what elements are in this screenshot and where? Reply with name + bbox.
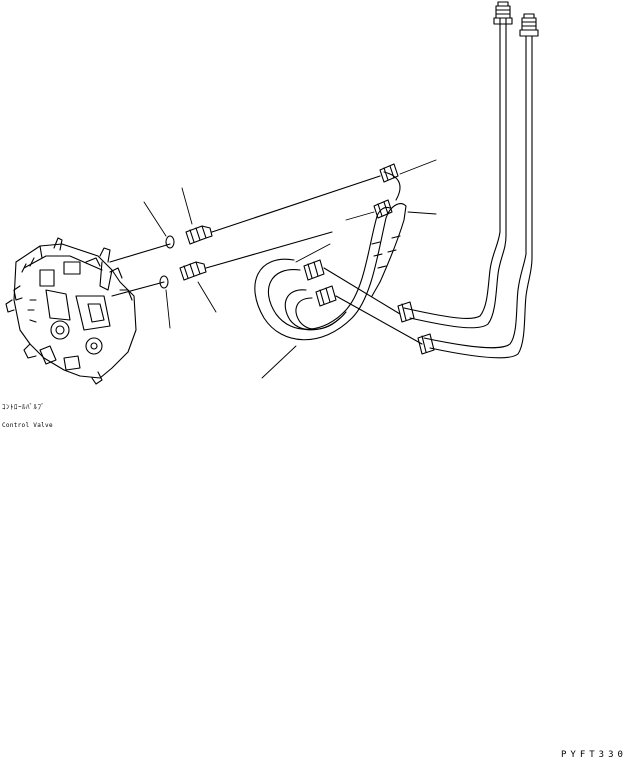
leader-hose-bottom bbox=[262, 346, 296, 378]
leader-fitting-lower bbox=[198, 282, 216, 312]
control-valve-body bbox=[6, 238, 136, 384]
o-ring-lower bbox=[160, 276, 168, 288]
connection-line-upper bbox=[324, 268, 400, 314]
valve-fitting-lower bbox=[180, 262, 206, 280]
hose-fitting-top-lower bbox=[374, 200, 392, 218]
pipe-centerline-lower bbox=[206, 232, 332, 268]
drawing-code: PYFT330 bbox=[561, 750, 626, 760]
leader-hose-top bbox=[400, 160, 436, 174]
valve-port-line-upper bbox=[110, 244, 170, 262]
o-ring-upper bbox=[166, 236, 174, 248]
tube-end-fitting-right bbox=[520, 14, 538, 36]
leader-lines bbox=[144, 160, 436, 378]
tube-end-fitting-left bbox=[494, 2, 512, 24]
hose-fitting-mid-lower bbox=[316, 286, 336, 306]
hose-fitting-mid-upper bbox=[304, 260, 324, 280]
steel-tube-right bbox=[418, 36, 532, 358]
leader-o-ring-upper bbox=[144, 202, 166, 236]
leader-hose-fitting bbox=[346, 212, 374, 220]
leader-hose-clamp bbox=[408, 212, 436, 214]
pipe-centerline-upper bbox=[212, 176, 380, 232]
connection-line-lower bbox=[336, 296, 422, 344]
leader-fitting-upper bbox=[182, 188, 192, 224]
hose-bend-top bbox=[384, 172, 400, 200]
steel-tube-left bbox=[398, 18, 506, 328]
hose-assembly bbox=[255, 204, 406, 340]
caption-english: Control Valve bbox=[2, 422, 53, 429]
valve-stud bbox=[100, 248, 112, 290]
valve-port-line-lower bbox=[112, 282, 164, 296]
leader-o-ring-lower bbox=[166, 290, 170, 328]
caption-japanese: ｺﾝﾄﾛｰﾙﾊﾞﾙﾌﾞ bbox=[2, 403, 45, 411]
valve-fitting-upper bbox=[186, 226, 212, 244]
leader-hose-mid bbox=[296, 244, 330, 262]
